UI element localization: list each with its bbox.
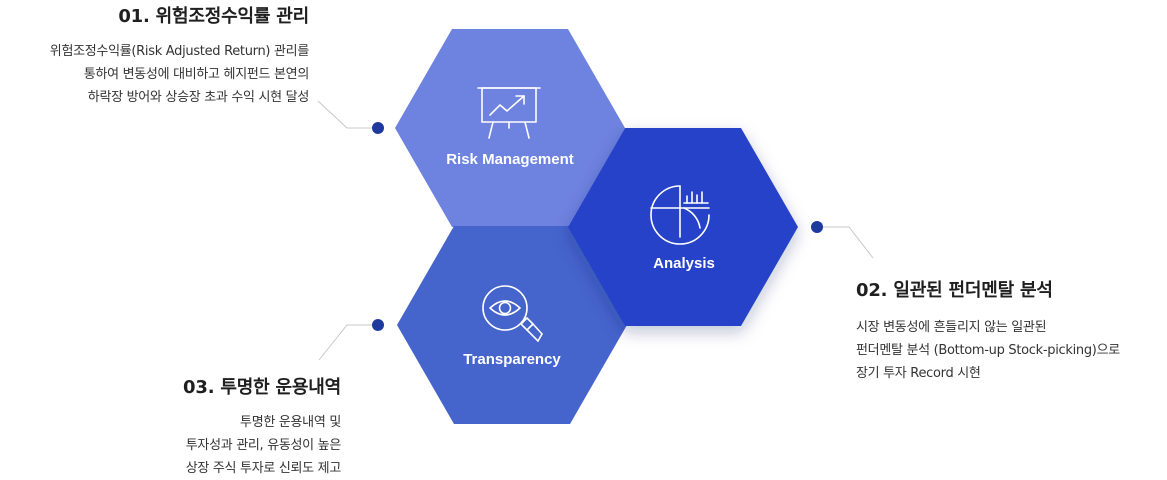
presentation-chart-icon — [477, 87, 541, 139]
feature-desc-analysis: 시장 변동성에 흔들리지 않는 일관된 펀더멘탈 분석 (Bottom-up S… — [856, 316, 1120, 385]
hexagon-risk-management: Risk Management — [395, 29, 625, 227]
feature-desc-line: 위험조정수익률(Risk Adjusted Return) 관리를 — [49, 44, 310, 59]
feature-title-analysis: 02. 일관된 펀더멘탈 분석 — [856, 280, 1053, 301]
feature-desc-line: 투명한 운용내역 및 — [240, 415, 341, 430]
feature-title-transparency: 03. 투명한 운용내역 — [183, 377, 341, 398]
feature-block-risk: 01. 위험조정수익률 관리 위험조정수익률(Risk Adjusted Ret… — [49, 0, 310, 109]
connector-line-3 — [318, 324, 378, 361]
feature-block-analysis: 02. 일관된 펀더멘탈 분석 시장 변동성에 흔들리지 않는 일관된 펀더멘탈… — [856, 276, 1120, 385]
feature-desc-line: 상장 주식 투자로 신뢰도 제고 — [185, 461, 342, 476]
feature-desc-line: 통하여 변동성에 대비하고 헤지펀드 본연의 — [83, 67, 310, 82]
hex-label-transparency: Transparency — [463, 351, 561, 368]
feature-desc-transparency: 투명한 운용내역 및 투자성과 관리, 유동성이 높은 상장 주식 투자로 신뢰… — [183, 411, 342, 480]
connector-line-2 — [817, 226, 874, 259]
hex-label-risk: Risk Management — [446, 151, 574, 168]
marker-dot-2 — [811, 221, 823, 233]
feature-desc-line: 하락장 방어와 상승장 초과 수익 시현 달성 — [87, 90, 310, 105]
hex-label-analysis: Analysis — [653, 255, 715, 272]
feature-desc-line: 투자성과 관리, 유동성이 높은 — [185, 438, 342, 453]
feature-desc-risk: 위험조정수익률(Risk Adjusted Return) 관리를 통하여 변동… — [49, 40, 310, 109]
feature-desc-line: 펀더멘탈 분석 (Bottom-up Stock-picking)으로 — [856, 343, 1120, 358]
marker-dot-1 — [372, 122, 384, 134]
magnifier-eye-icon — [482, 285, 543, 342]
connector-line-1 — [317, 100, 378, 129]
feature-block-transparency: 03. 투명한 운용내역 투명한 운용내역 및 투자성과 관리, 유동성이 높은… — [183, 373, 341, 480]
hexagon-analysis: Analysis — [568, 128, 798, 326]
hexagon-transparency: Transparency — [397, 226, 627, 424]
feature-desc-line: 장기 투자 Record 시현 — [856, 366, 981, 381]
feature-desc-line: 시장 변동성에 흔들리지 않는 일관된 — [856, 320, 1047, 335]
marker-dot-3 — [372, 319, 384, 331]
pie-chart-icon — [650, 185, 710, 245]
feature-title-risk: 01. 위험조정수익률 관리 — [118, 6, 309, 27]
